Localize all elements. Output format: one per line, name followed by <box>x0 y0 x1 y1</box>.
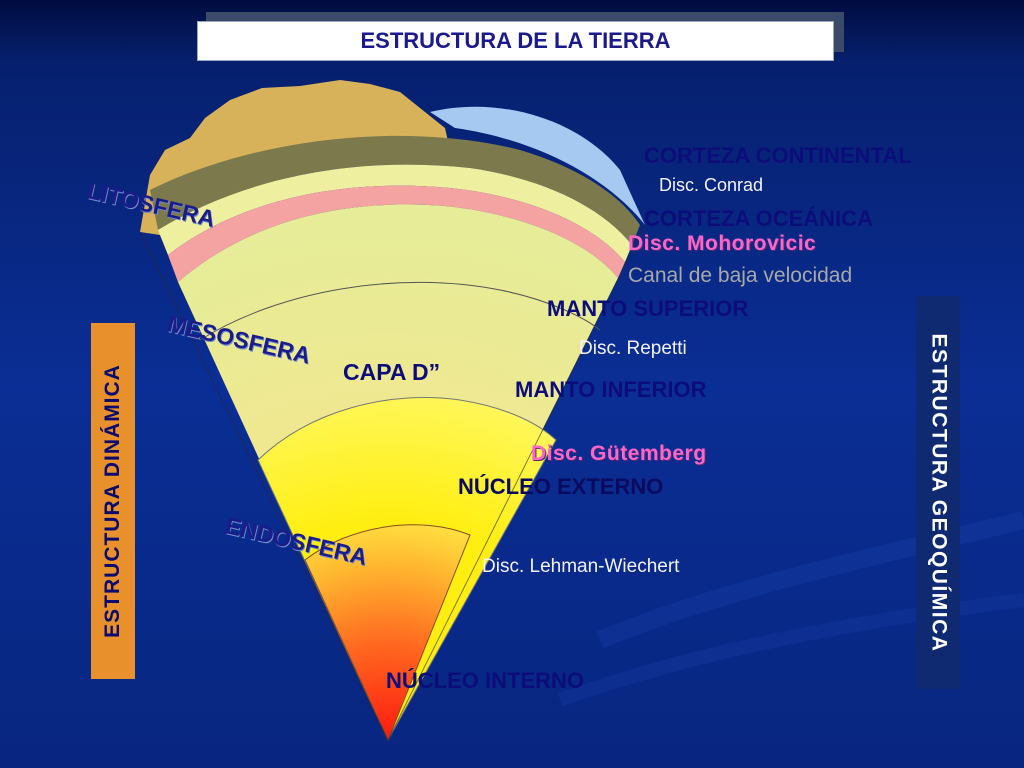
label-disc-lehman: Disc. Lehman-Wiechert <box>482 556 680 577</box>
panel-estructura-dinamica-label: ESTRUCTURA DINÁMICA <box>101 364 124 638</box>
label-corteza-oceanica: CORTEZA OCEÁNICA <box>644 206 873 231</box>
label-nucleo-interno: NÚCLEO INTERNO <box>386 668 584 693</box>
label-manto-inferior: MANTO INFERIOR <box>515 377 707 402</box>
label-corteza-continental: CORTEZA CONTINENTAL <box>644 143 912 168</box>
panel-estructura-geoquimica: ESTRUCTURA GEOQUÍMICA <box>916 296 960 689</box>
label-disc-conrad: Disc. Conrad <box>659 175 764 195</box>
panel-estructura-dinamica: ESTRUCTURA DINÁMICA <box>91 323 135 679</box>
label-disc-mohorovicic: Disc. Mohorovicic <box>628 232 817 255</box>
slide-title: ESTRUCTURA DE LA TIERRA <box>197 21 834 61</box>
panel-estructura-geoquimica-label: ESTRUCTURA GEOQUÍMICA <box>927 333 951 652</box>
label-disc-gutemberg: Disc. Gütemberg <box>531 442 707 465</box>
inner-core <box>304 524 471 742</box>
lithosphere-band <box>150 135 640 245</box>
label-disc-repetti: Disc. Repetti <box>579 338 687 359</box>
label-manto-superior: MANTO SUPERIOR <box>547 296 749 321</box>
oceanic-crust <box>430 106 645 225</box>
earth-cross-section <box>139 80 646 742</box>
label-capa-d: CAPA D” <box>343 359 441 385</box>
label-canal-baja-velocidad: Canal de baja velocidad <box>628 264 853 287</box>
label-nucleo-externo: NÚCLEO EXTERNO <box>458 474 664 499</box>
low-velocity-channel <box>168 185 625 282</box>
